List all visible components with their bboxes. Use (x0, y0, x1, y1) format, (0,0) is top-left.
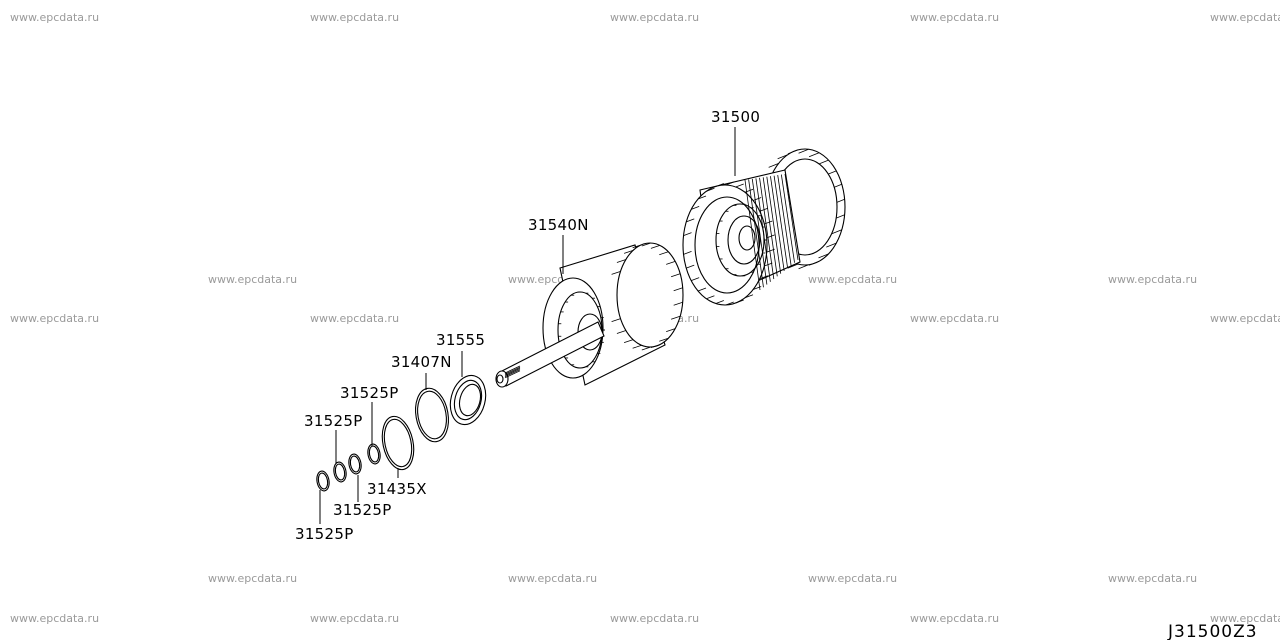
watermark-text: www.epcdata.ru (10, 612, 99, 625)
part-31500-clutch-drum[interactable] (682, 148, 846, 306)
part-label-31525P-b[interactable]: 31525P (304, 412, 363, 430)
part-label-31435X[interactable]: 31435X (367, 480, 427, 498)
part-31540N-hub-shaft[interactable] (495, 242, 684, 388)
part-label-31540N[interactable]: 31540N (528, 216, 589, 234)
part-label-31500[interactable]: 31500 (711, 108, 760, 126)
watermark-text: www.epcdata.ru (1108, 572, 1197, 585)
diagram-code: J31500Z3 (1167, 622, 1258, 640)
watermark-text: www.epcdata.ru (208, 273, 297, 286)
watermark-layer: www.epcdata.ru www.epcdata.ru www.epcdata.… (10, 11, 1280, 625)
part-label-31407N[interactable]: 31407N (391, 353, 452, 371)
watermark-text: www.epcdata.ru (208, 572, 297, 585)
watermark-text: www.epcdata.ru (10, 312, 99, 325)
leader-lines (319, 127, 736, 524)
part-31407N-seal-ring[interactable] (412, 386, 453, 445)
part-label-31525P-a[interactable]: 31525P (340, 384, 399, 402)
part-label-31525P-c[interactable]: 31525P (333, 501, 392, 519)
watermark-text: www.epcdata.ru (310, 11, 399, 24)
part-31435X-snap-ring[interactable] (378, 413, 419, 472)
part-31555-thrust-bearing[interactable] (445, 371, 491, 428)
part-label-31555[interactable]: 31555 (436, 331, 485, 349)
watermark-text: www.epcdata.ru (1108, 273, 1197, 286)
watermark-text: www.epcdata.ru (808, 572, 897, 585)
part-label-31525P-d[interactable]: 31525P (295, 525, 354, 543)
watermark-text: www.epcdata.ru (10, 11, 99, 24)
watermark-text: www.epcdata.ru (508, 572, 597, 585)
part-31525P-ring-d[interactable] (315, 470, 330, 492)
watermark-text: www.epcdata.ru (808, 273, 897, 286)
watermark-text: www.epcdata.ru (1210, 612, 1280, 625)
watermark-text: www.epcdata.ru (1210, 312, 1280, 325)
watermark-text: www.epcdata.ru (910, 312, 999, 325)
watermark-text: www.epcdata.ru (910, 11, 999, 24)
watermark-text: www.epcdata.ru (610, 11, 699, 24)
watermark-text: www.epcdata.ru (1210, 11, 1280, 24)
part-31525P-ring-a[interactable] (366, 443, 381, 465)
watermark-text: www.epcdata.ru (310, 312, 399, 325)
watermark-text: www.epcdata.ru (910, 612, 999, 625)
watermark-text: www.epcdata.ru (310, 612, 399, 625)
part-31525P-ring-b[interactable] (347, 453, 362, 475)
watermark-text: www.epcdata.ru (610, 612, 699, 625)
part-31525P-ring-c[interactable] (332, 461, 347, 483)
